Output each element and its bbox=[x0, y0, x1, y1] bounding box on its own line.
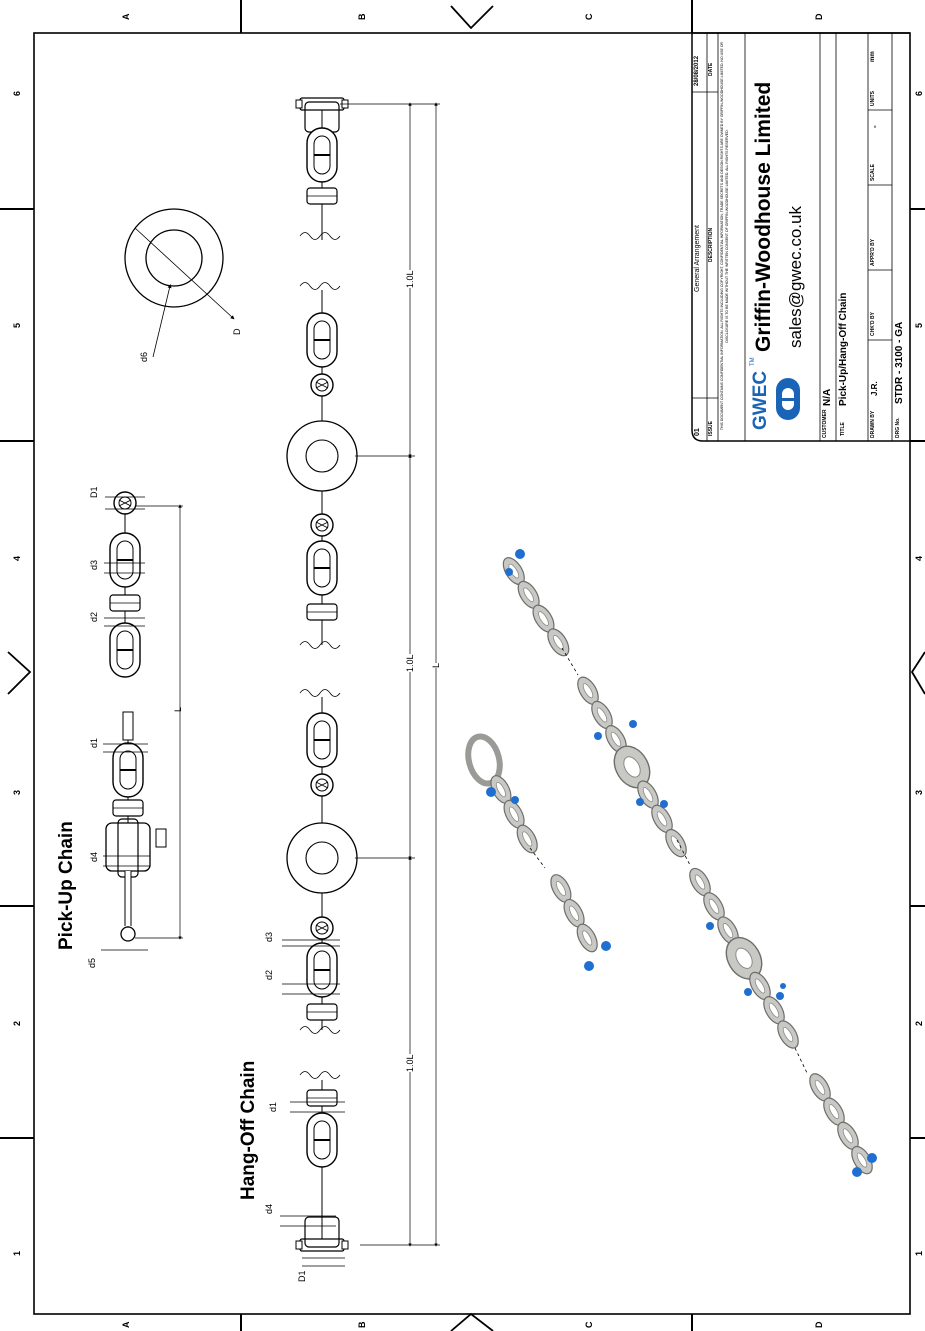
zone-row-2-left: 2 bbox=[12, 1020, 22, 1026]
dim-label: d3 bbox=[264, 931, 274, 942]
zone-row-4-right: 4 bbox=[914, 555, 924, 561]
dim-label: L bbox=[173, 706, 183, 712]
company-name: Griffin-Woodhouse Limited bbox=[752, 81, 775, 352]
pickup-chain-title: Pick-Up Chain bbox=[56, 821, 77, 950]
zone-row-5-right: 5 bbox=[914, 322, 924, 328]
zone-col-c-bottom: C bbox=[584, 1321, 594, 1329]
zone-row-1-left: 1 bbox=[12, 1250, 22, 1256]
zone-col-d-bottom: D bbox=[814, 1321, 824, 1329]
gwec-logo-icon bbox=[776, 378, 800, 420]
dim-label: d4 bbox=[89, 851, 99, 862]
date-label: DATE bbox=[708, 62, 714, 76]
dim-label: d1 bbox=[268, 1101, 278, 1112]
dim-label: 1.0L bbox=[405, 1054, 415, 1072]
centering-marks bbox=[7, 5, 925, 1331]
zone-row-6-right: 6 bbox=[914, 90, 924, 96]
brand-name: GWEC bbox=[750, 370, 771, 430]
drawing-number-value: STDR - 3100 - GA bbox=[894, 321, 905, 404]
dim-label: D1 bbox=[89, 486, 99, 498]
dim-label: D bbox=[232, 328, 242, 336]
hangoff-chain-title: Hang-Off Chain bbox=[238, 1060, 259, 1200]
dim-label: D1 bbox=[297, 1270, 307, 1282]
render-long-chain bbox=[498, 549, 878, 1178]
customer-value: N/A bbox=[822, 388, 833, 406]
issue-number: 01 bbox=[694, 428, 701, 436]
zone-row-5-left: 5 bbox=[12, 322, 22, 328]
dim-label: L bbox=[431, 662, 441, 668]
zone-col-a-bottom: A bbox=[121, 1321, 131, 1329]
date-value: 28/08/2012 bbox=[694, 55, 700, 86]
hangoff-chain-drawing bbox=[280, 97, 440, 1267]
title-label: TITLE bbox=[840, 422, 846, 436]
drawing-number-label: DRG No. bbox=[895, 417, 901, 438]
description-label: DESCRIPTION bbox=[708, 227, 714, 262]
dim-label: 1.0L bbox=[405, 654, 415, 672]
pickup-chain-drawing bbox=[101, 491, 183, 951]
dim-label: 1.0L bbox=[405, 270, 415, 288]
render-short-chain bbox=[465, 733, 611, 971]
zone-col-b-top: B bbox=[357, 13, 367, 21]
zone-row-6-left: 6 bbox=[12, 90, 22, 96]
ring-detail bbox=[124, 208, 235, 358]
customer-label: CUSTOMER bbox=[822, 409, 828, 438]
dim-label: d3 bbox=[89, 559, 99, 570]
zone-row-4-left: 4 bbox=[12, 555, 22, 561]
description-value: General Arrangement bbox=[694, 225, 701, 292]
zone-row-3-right: 3 bbox=[914, 789, 924, 795]
zone-row-2-right: 2 bbox=[914, 1020, 924, 1026]
zone-col-d-top: D bbox=[814, 13, 824, 21]
checked-by-label: CHK'D BY bbox=[870, 312, 876, 336]
zone-col-c-top: C bbox=[584, 13, 594, 21]
dim-label: d4 bbox=[264, 1203, 274, 1214]
drawn-by-value: J.R. bbox=[870, 381, 879, 396]
company-email: sales@gwec.co.uk bbox=[786, 206, 805, 348]
dim-label: d2 bbox=[264, 969, 274, 980]
title-value: Pick-Up/Hang-Off Chain bbox=[838, 292, 849, 406]
dim-label: d5 bbox=[87, 957, 97, 968]
copyright-notice: THIS DOCUMENT CONTAINS CONFIDENTIAL INFO… bbox=[720, 41, 729, 431]
scale-label: SCALE bbox=[870, 164, 876, 181]
units-label: UNITS bbox=[870, 91, 876, 106]
brand-tm: TM bbox=[750, 357, 756, 366]
scale-value: - bbox=[870, 125, 879, 128]
dim-label: d2 bbox=[89, 611, 99, 622]
approved-by-label: APPR'D BY bbox=[870, 238, 876, 266]
units-value: mm bbox=[870, 51, 876, 62]
zone-col-a-top: A bbox=[121, 13, 131, 21]
zone-row-3-left: 3 bbox=[12, 789, 22, 795]
drawn-by-label: DRAWN BY bbox=[870, 410, 876, 438]
dim-label: d6 bbox=[139, 351, 149, 362]
zone-col-b-bottom: B bbox=[357, 1321, 367, 1329]
zone-row-1-right: 1 bbox=[914, 1250, 924, 1256]
title-block-frame bbox=[691, 32, 910, 442]
issue-label: ISSUE bbox=[708, 420, 714, 436]
dim-label: d1 bbox=[89, 737, 99, 748]
